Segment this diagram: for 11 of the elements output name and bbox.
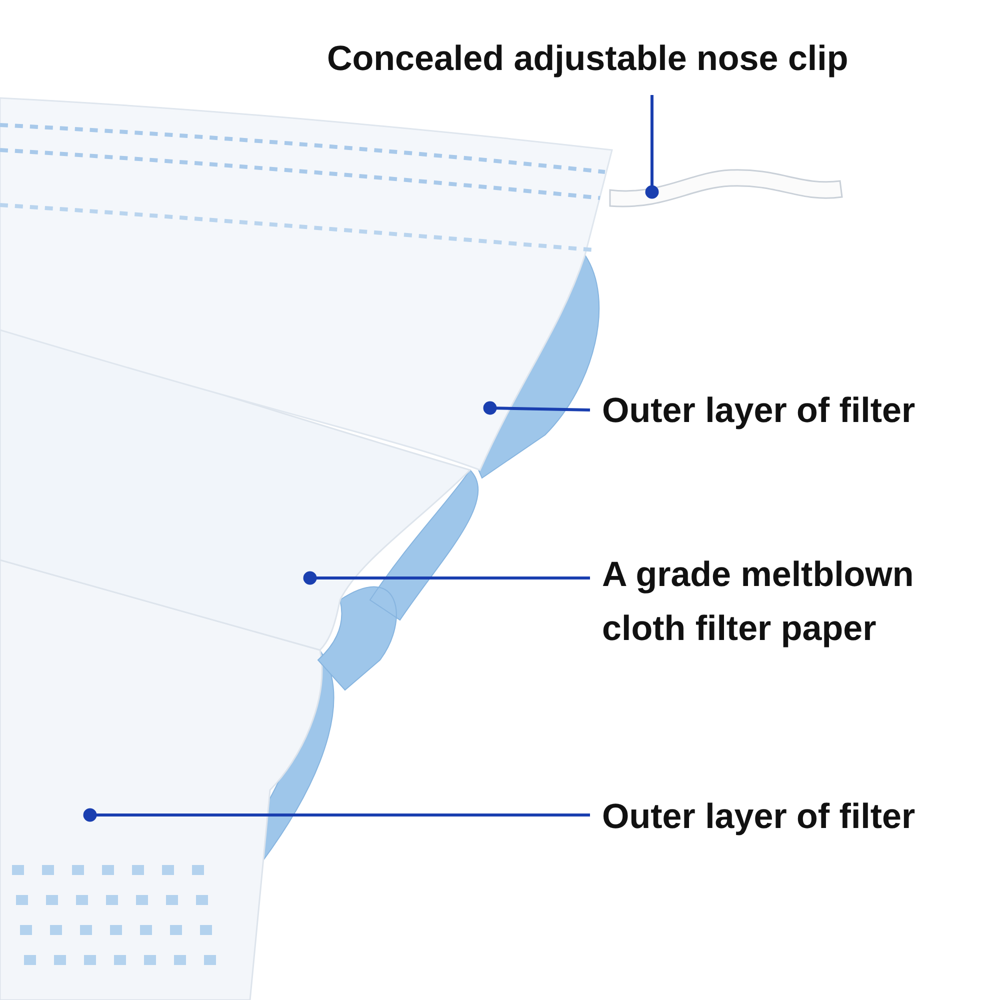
leader-line <box>483 401 590 415</box>
callout-label: Outer layer of filter <box>602 790 992 844</box>
nose-clip <box>609 169 843 208</box>
meltblown-filter-layer <box>0 329 471 651</box>
leader-line <box>303 571 590 585</box>
leader-line <box>645 95 659 199</box>
callout-label: Outer layer of filter <box>602 384 992 438</box>
callout-label: A grade meltblown cloth filter paper <box>602 548 992 656</box>
leader-line <box>83 808 590 822</box>
callout-label: Concealed adjustable nose clip <box>327 32 947 86</box>
outer-filter-layer <box>0 559 323 1000</box>
